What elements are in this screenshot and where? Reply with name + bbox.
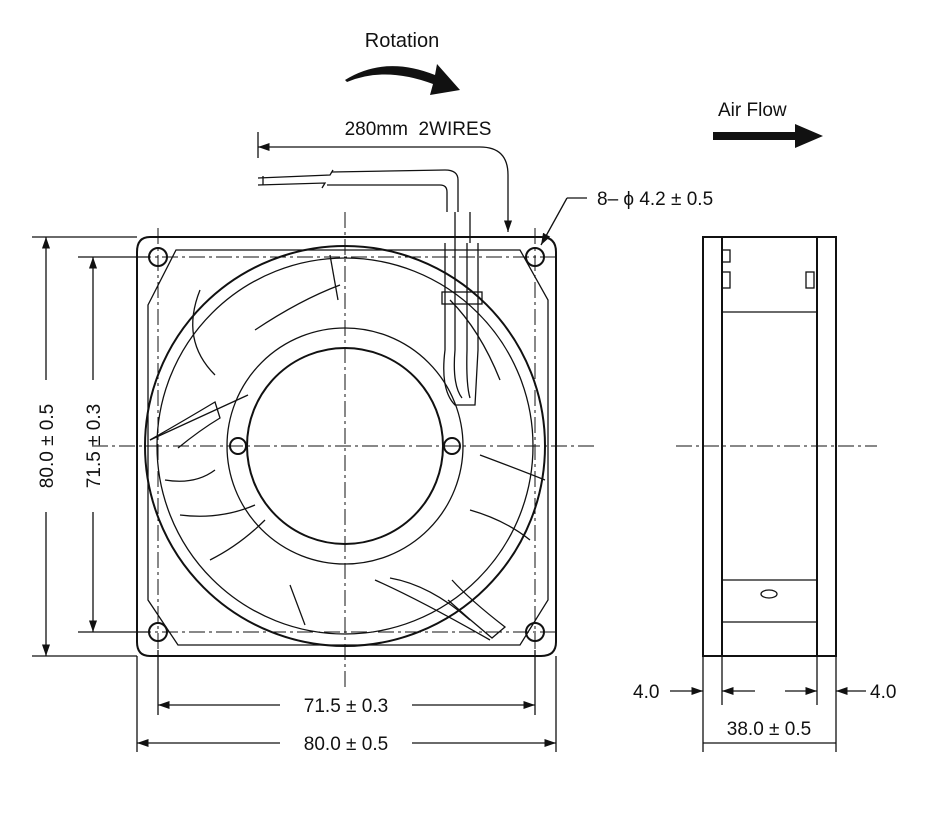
fan-frame-outline <box>136 236 557 657</box>
hole-spec-label: 8– ϕ 4.2 ± 0.5 <box>597 189 713 210</box>
width-dimensions: 71.5 ± 0.3 80.0 ± 0.5 <box>136 650 557 755</box>
side-view <box>676 236 877 657</box>
depth-label: 38.0 ± 0.5 <box>727 719 811 740</box>
fan-frame-inner <box>147 249 549 646</box>
height-dimensions: 80.0 ± 0.5 71.5 ± 0.3 <box>32 236 150 657</box>
wire-length-callout: 280mm 2WIRES <box>257 119 513 232</box>
front-view <box>92 169 598 690</box>
rotation-indicator: Rotation <box>345 30 460 95</box>
air-flow-indicator: Air Flow <box>713 100 823 148</box>
mounting-holes <box>148 247 545 642</box>
rotation-label: Rotation <box>365 30 440 52</box>
center-lines <box>92 212 598 690</box>
height-inner-label: 71.5 ± 0.3 <box>84 404 105 488</box>
wire-channel <box>441 212 483 406</box>
width-inner-label: 71.5 ± 0.3 <box>304 696 388 717</box>
rotation-arrow <box>345 64 460 95</box>
wire-leads <box>257 169 459 212</box>
side-label-hole <box>760 589 778 599</box>
air-flow-arrow <box>713 124 823 148</box>
height-outer-label: 80.0 ± 0.5 <box>37 404 58 488</box>
wire-length-label: 280mm 2WIRES <box>345 119 492 140</box>
air-flow-label: Air Flow <box>718 100 787 121</box>
depth-dimensions: 4.0 4.0 38.0 ± 0.5 <box>633 656 896 752</box>
hole-callout: 8– ϕ 4.2 ± 0.5 <box>540 189 713 246</box>
fan-blades <box>149 254 546 641</box>
flange-right-label: 4.0 <box>870 682 896 703</box>
flange-left-label: 4.0 <box>633 682 659 703</box>
width-outer-label: 80.0 ± 0.5 <box>304 734 388 755</box>
